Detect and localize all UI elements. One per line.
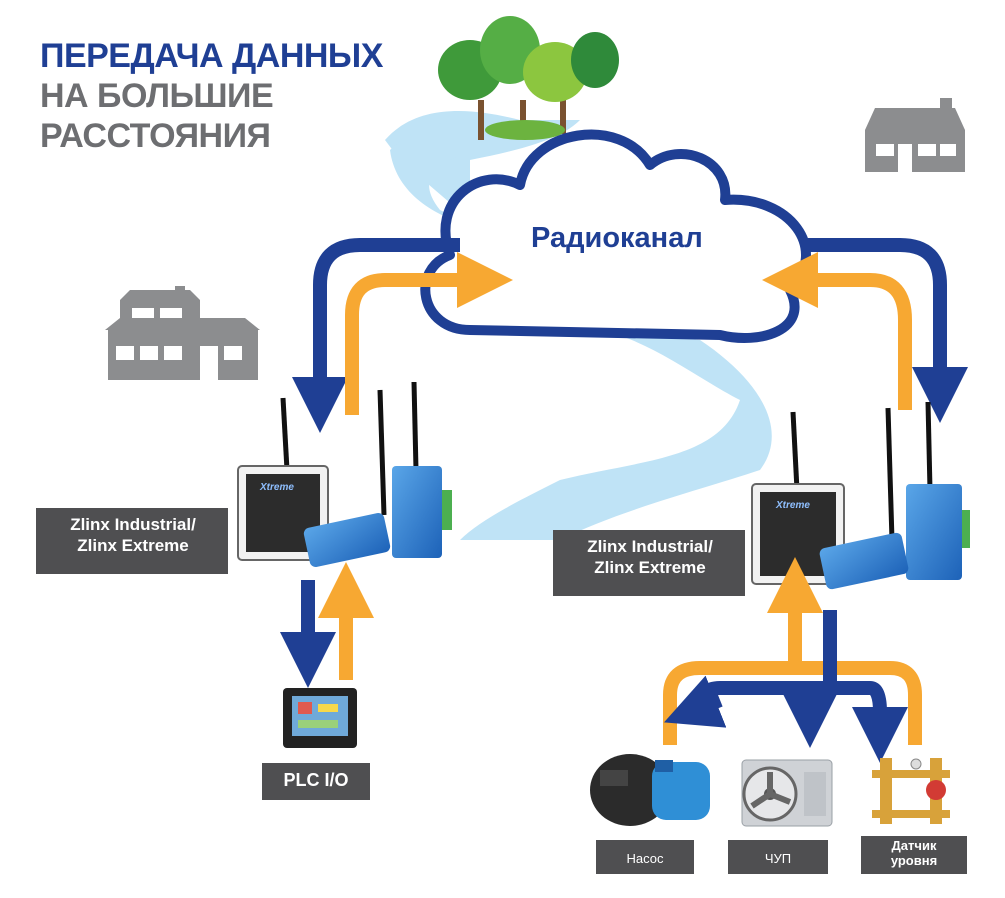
device-brand-right: Xtreme — [775, 500, 810, 511]
tag-bg-sensor — [861, 836, 967, 874]
device-brand-left: Xtreme — [259, 482, 294, 493]
title-line-3: РАССТОЯНИЯ — [40, 117, 271, 155]
tag-bg-plc — [262, 763, 370, 800]
pump-label: Насос — [626, 851, 664, 866]
house-right-icon — [865, 98, 965, 172]
cloud-label: Радиоканал — [531, 222, 703, 254]
arrow-cloud-to-right — [805, 238, 968, 423]
trees — [438, 16, 619, 140]
level-sensor-icon — [872, 758, 950, 824]
arrow-right-to-cloud — [762, 252, 912, 410]
device-left-label: Zlinx Industrial/ Zlinx Extreme — [70, 515, 196, 555]
tag-bg-right — [553, 530, 745, 596]
sensor-label: Датчик уровня — [890, 838, 938, 868]
arrow-left-to-cloud — [345, 252, 513, 415]
plc-panel-icon — [283, 688, 357, 748]
vfd-label: ЧУП — [764, 851, 792, 866]
pump-icon — [590, 754, 710, 826]
device-cluster-right: Xtreme — [751, 401, 970, 590]
device-right-label: Zlinx Industrial/ Zlinx Extreme — [587, 537, 713, 577]
plc-label: PLC I/O — [283, 770, 349, 790]
vfd-icon — [741, 759, 833, 827]
tag-bg-pump — [596, 840, 694, 874]
page-title: ПЕРЕДАЧА ДАННЫХ НА БОЛЬШИЕ РАССТОЯНИЯ — [40, 36, 383, 156]
river-upper — [390, 119, 520, 225]
house-left-icon — [105, 286, 260, 380]
tag-bg-left — [36, 508, 228, 574]
device-cluster-left: Xtreme — [237, 381, 452, 567]
title-line-1: ПЕРЕДАЧА ДАННЫХ — [40, 37, 383, 75]
title-line-2: НА БОЛЬШИЕ — [40, 77, 274, 115]
arrow-blue-to-pump — [664, 675, 727, 728]
tag-bg-vfd — [728, 840, 828, 874]
arrow-cloud-to-left — [292, 238, 460, 433]
